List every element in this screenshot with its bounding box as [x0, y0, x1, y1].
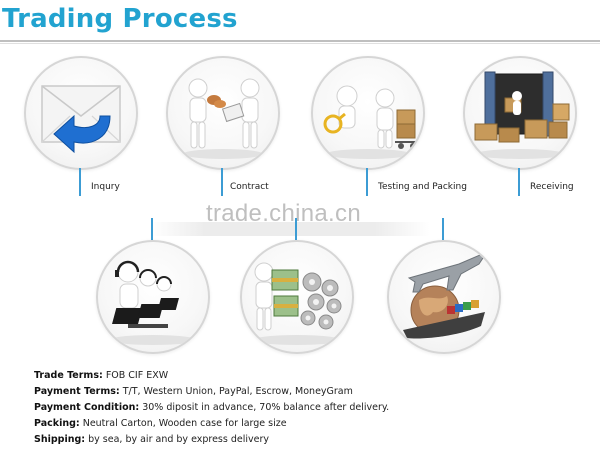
money-gears-icon	[253, 262, 342, 345]
step-inquiry-label: Inqury	[91, 182, 120, 192]
step-service-connector	[151, 218, 153, 240]
plane-ship-globe-icon	[403, 250, 489, 339]
payment-condition-row: Payment Condition: 30% diposit in advanc…	[34, 400, 389, 416]
step-receiving-connector	[518, 168, 520, 196]
step-testing-label: Testing and Packing	[378, 182, 467, 192]
step-contract-circle	[166, 56, 280, 170]
header-divider	[0, 40, 600, 44]
magnifier-packing-icon	[323, 85, 417, 159]
step-receiving-circle	[463, 56, 577, 170]
container-boxes-icon	[474, 71, 570, 159]
trade-terms-block: Trade Terms: FOB CIF EXW Payment Terms: …	[34, 368, 389, 448]
shipping-value: by sea, by air and by express delivery	[85, 434, 270, 445]
step-payment-connector	[295, 218, 297, 240]
payment-terms-row: Payment Terms: T/T, Western Union, PayPa…	[34, 384, 389, 400]
envelope-reply-icon	[41, 85, 121, 154]
packing-row: Packing: Neutral Carton, Wooden case for…	[34, 416, 389, 432]
payment-condition-value: 30% diposit in advance, 70% balance afte…	[139, 402, 390, 413]
step-shipping-circle	[387, 240, 501, 354]
trade-terms-row: Trade Terms: FOB CIF EXW	[34, 368, 389, 384]
page-title: Trading Process	[2, 4, 238, 34]
step-service-circle	[96, 240, 210, 354]
trade-terms-value: FOB CIF EXW	[102, 370, 169, 381]
step-contract-label: Contract	[230, 182, 269, 192]
customer-service-headset-icon	[109, 260, 197, 345]
step-receiving-label: Receiving	[530, 182, 574, 192]
step-inquiry-connector	[79, 168, 81, 196]
step-shipping-connector	[442, 218, 444, 240]
step-testing-circle	[311, 56, 425, 170]
payment-terms-value: T/T, Western Union, PayPal, Escrow, Mone…	[119, 386, 353, 397]
packing-value: Neutral Carton, Wooden case for large si…	[79, 418, 287, 429]
watermark-underlay	[150, 222, 430, 236]
payment-terms-key: Payment Terms:	[34, 386, 120, 397]
trade-terms-key: Trade Terms:	[34, 370, 103, 381]
packing-key: Packing:	[34, 418, 80, 429]
step-testing-connector	[366, 168, 368, 196]
shipping-key: Shipping:	[34, 434, 86, 445]
step-payment-circle	[240, 240, 354, 354]
step-contract-connector	[221, 168, 223, 196]
shipping-row: Shipping: by sea, by air and by express …	[34, 432, 389, 448]
contract-handshake-icon	[183, 78, 263, 159]
payment-condition-key: Payment Condition:	[34, 402, 140, 413]
watermark: trade.china.cn	[206, 200, 361, 227]
step-inquiry-circle	[24, 56, 138, 170]
